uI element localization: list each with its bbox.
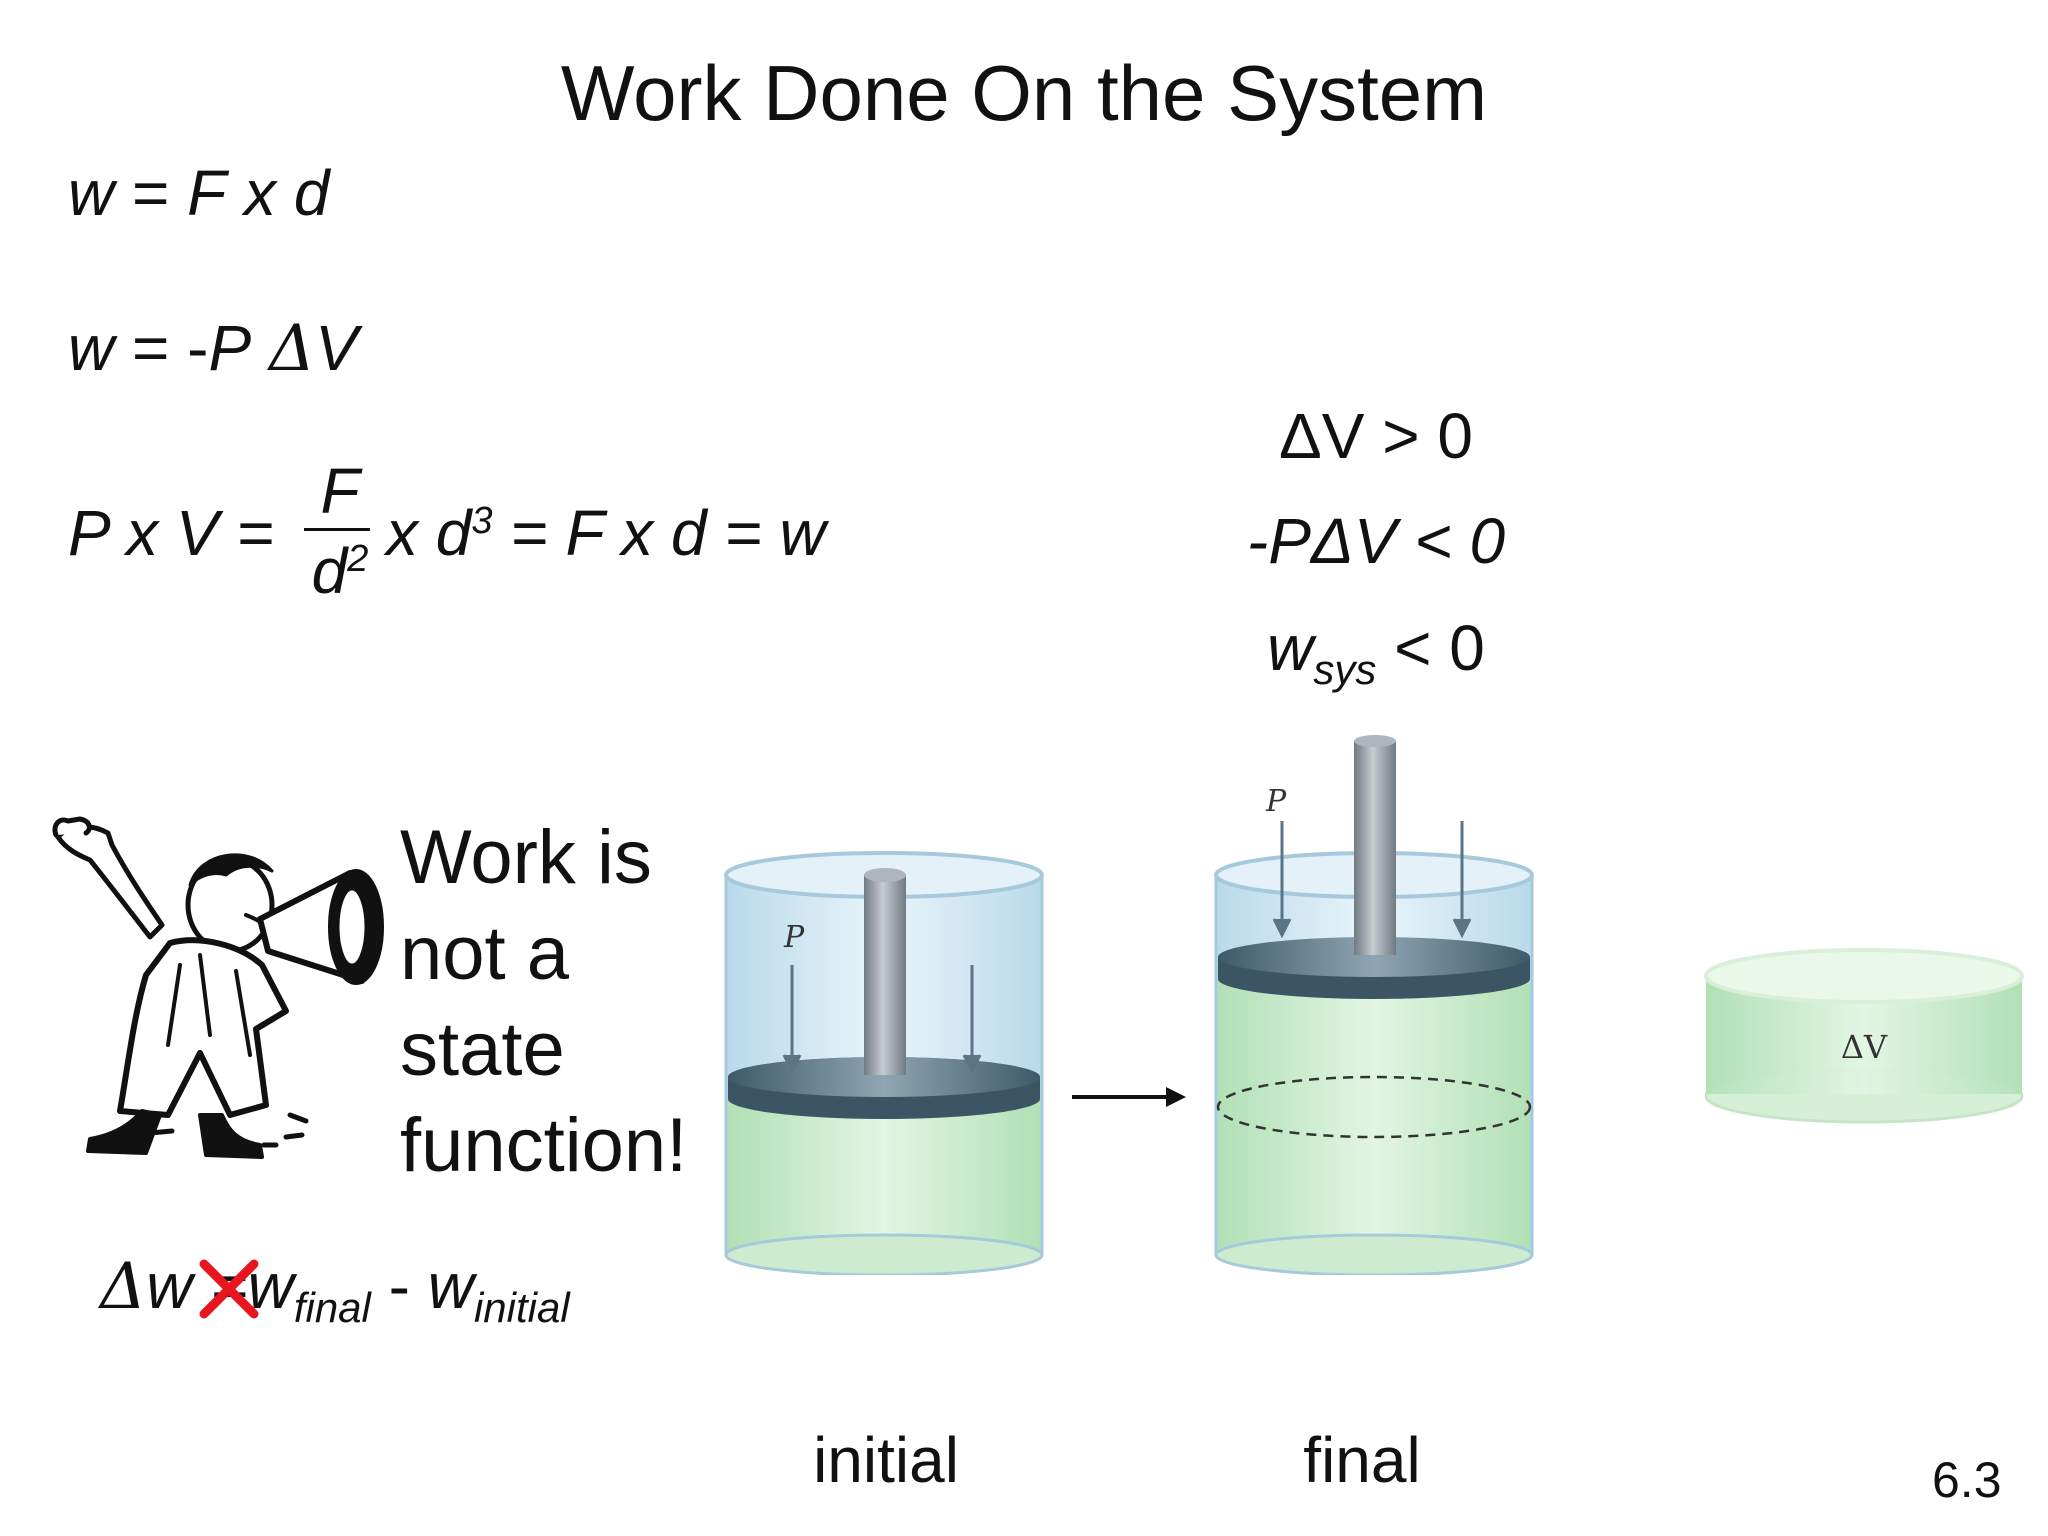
dw-w-initial: w [427, 1250, 474, 1322]
slide-title: Work Done On the System [560, 49, 1488, 137]
dw-w: w [146, 1250, 193, 1322]
equation-work-pressure-volume: w = -P ΔV [68, 310, 358, 387]
page-number: 6.3 [1932, 1452, 2002, 1508]
arrow-right-icon [1072, 1087, 1186, 1107]
eq3-rest: x d3 = F x d = w [386, 495, 826, 571]
cylinder-initial: P [724, 851, 1044, 1275]
eq1-d: d [293, 157, 330, 229]
eq3-rest-b: = F x d = w [492, 497, 826, 569]
condition-minus-p-delta-v-negative: -PΔV < 0 [1246, 505, 1506, 577]
eq1-w: w [68, 157, 115, 229]
eq3-lhs: P x V = [68, 497, 274, 569]
delta-v-volume-slice: ΔV [1704, 948, 2024, 1124]
cylinder-final: P [1214, 735, 1534, 1275]
eq3-numerator: F [320, 455, 360, 527]
eq3-den-d: d [311, 535, 348, 607]
eq1-f: F [187, 157, 227, 229]
callout-line-2: not a [400, 911, 570, 996]
eq2-equals-minus: = - [132, 312, 209, 384]
dw-crossed-equals: = [199, 1248, 259, 1324]
eq3-fraction-bar [304, 528, 370, 531]
equation-pv-derivation: P x V = F d2 x d3 = F x d = w [68, 455, 888, 615]
callout-not-state-function: Work is not a state function! [400, 810, 687, 1194]
dw-sub-final: final [293, 1284, 371, 1331]
callout-line-1: Work is [400, 815, 652, 900]
dw-minus: - [370, 1250, 428, 1322]
delta-v-label: ΔV [1841, 1028, 1888, 1066]
p-label-initial: P [783, 920, 805, 955]
condition-w-sys-negative: wsys < 0 [1126, 610, 1626, 691]
eq3-den-exponent: 2 [347, 538, 369, 580]
eq3-denominator: d2 [300, 533, 380, 609]
dw-delta: Δ [100, 1250, 147, 1324]
eq3-rest-a: x d [386, 497, 472, 569]
c3-subscript: sys [1313, 646, 1377, 693]
equation-work-force-distance: w = F x d [68, 155, 329, 231]
eq2-v: V [315, 312, 358, 384]
p-label-final: P [1265, 784, 1287, 819]
megaphone-man-icon [52, 816, 384, 1159]
eq3-rest-exponent: 3 [471, 500, 493, 542]
c3-w: w [1267, 612, 1314, 684]
eq2-w: w [68, 312, 115, 384]
caption-initial: initial [813, 1424, 959, 1496]
callout-line-3: state [400, 1007, 565, 1092]
callout-line-4: function! [400, 1103, 688, 1188]
eq2-p: P [208, 312, 252, 384]
eq1-equals: = [132, 157, 170, 229]
caption-final: final [1303, 1424, 1421, 1496]
eq2-delta: Δ [268, 312, 316, 386]
eq1-x: x [244, 157, 277, 229]
condition-delta-v-positive: ΔV > 0 [1279, 400, 1473, 472]
delta-w-not-equal-expression: Δw =wfinal - winitial [100, 1248, 570, 1329]
c3-rest: < 0 [1376, 612, 1485, 684]
red-cross-icon [199, 1259, 259, 1319]
dw-sub-initial: initial [473, 1284, 570, 1331]
